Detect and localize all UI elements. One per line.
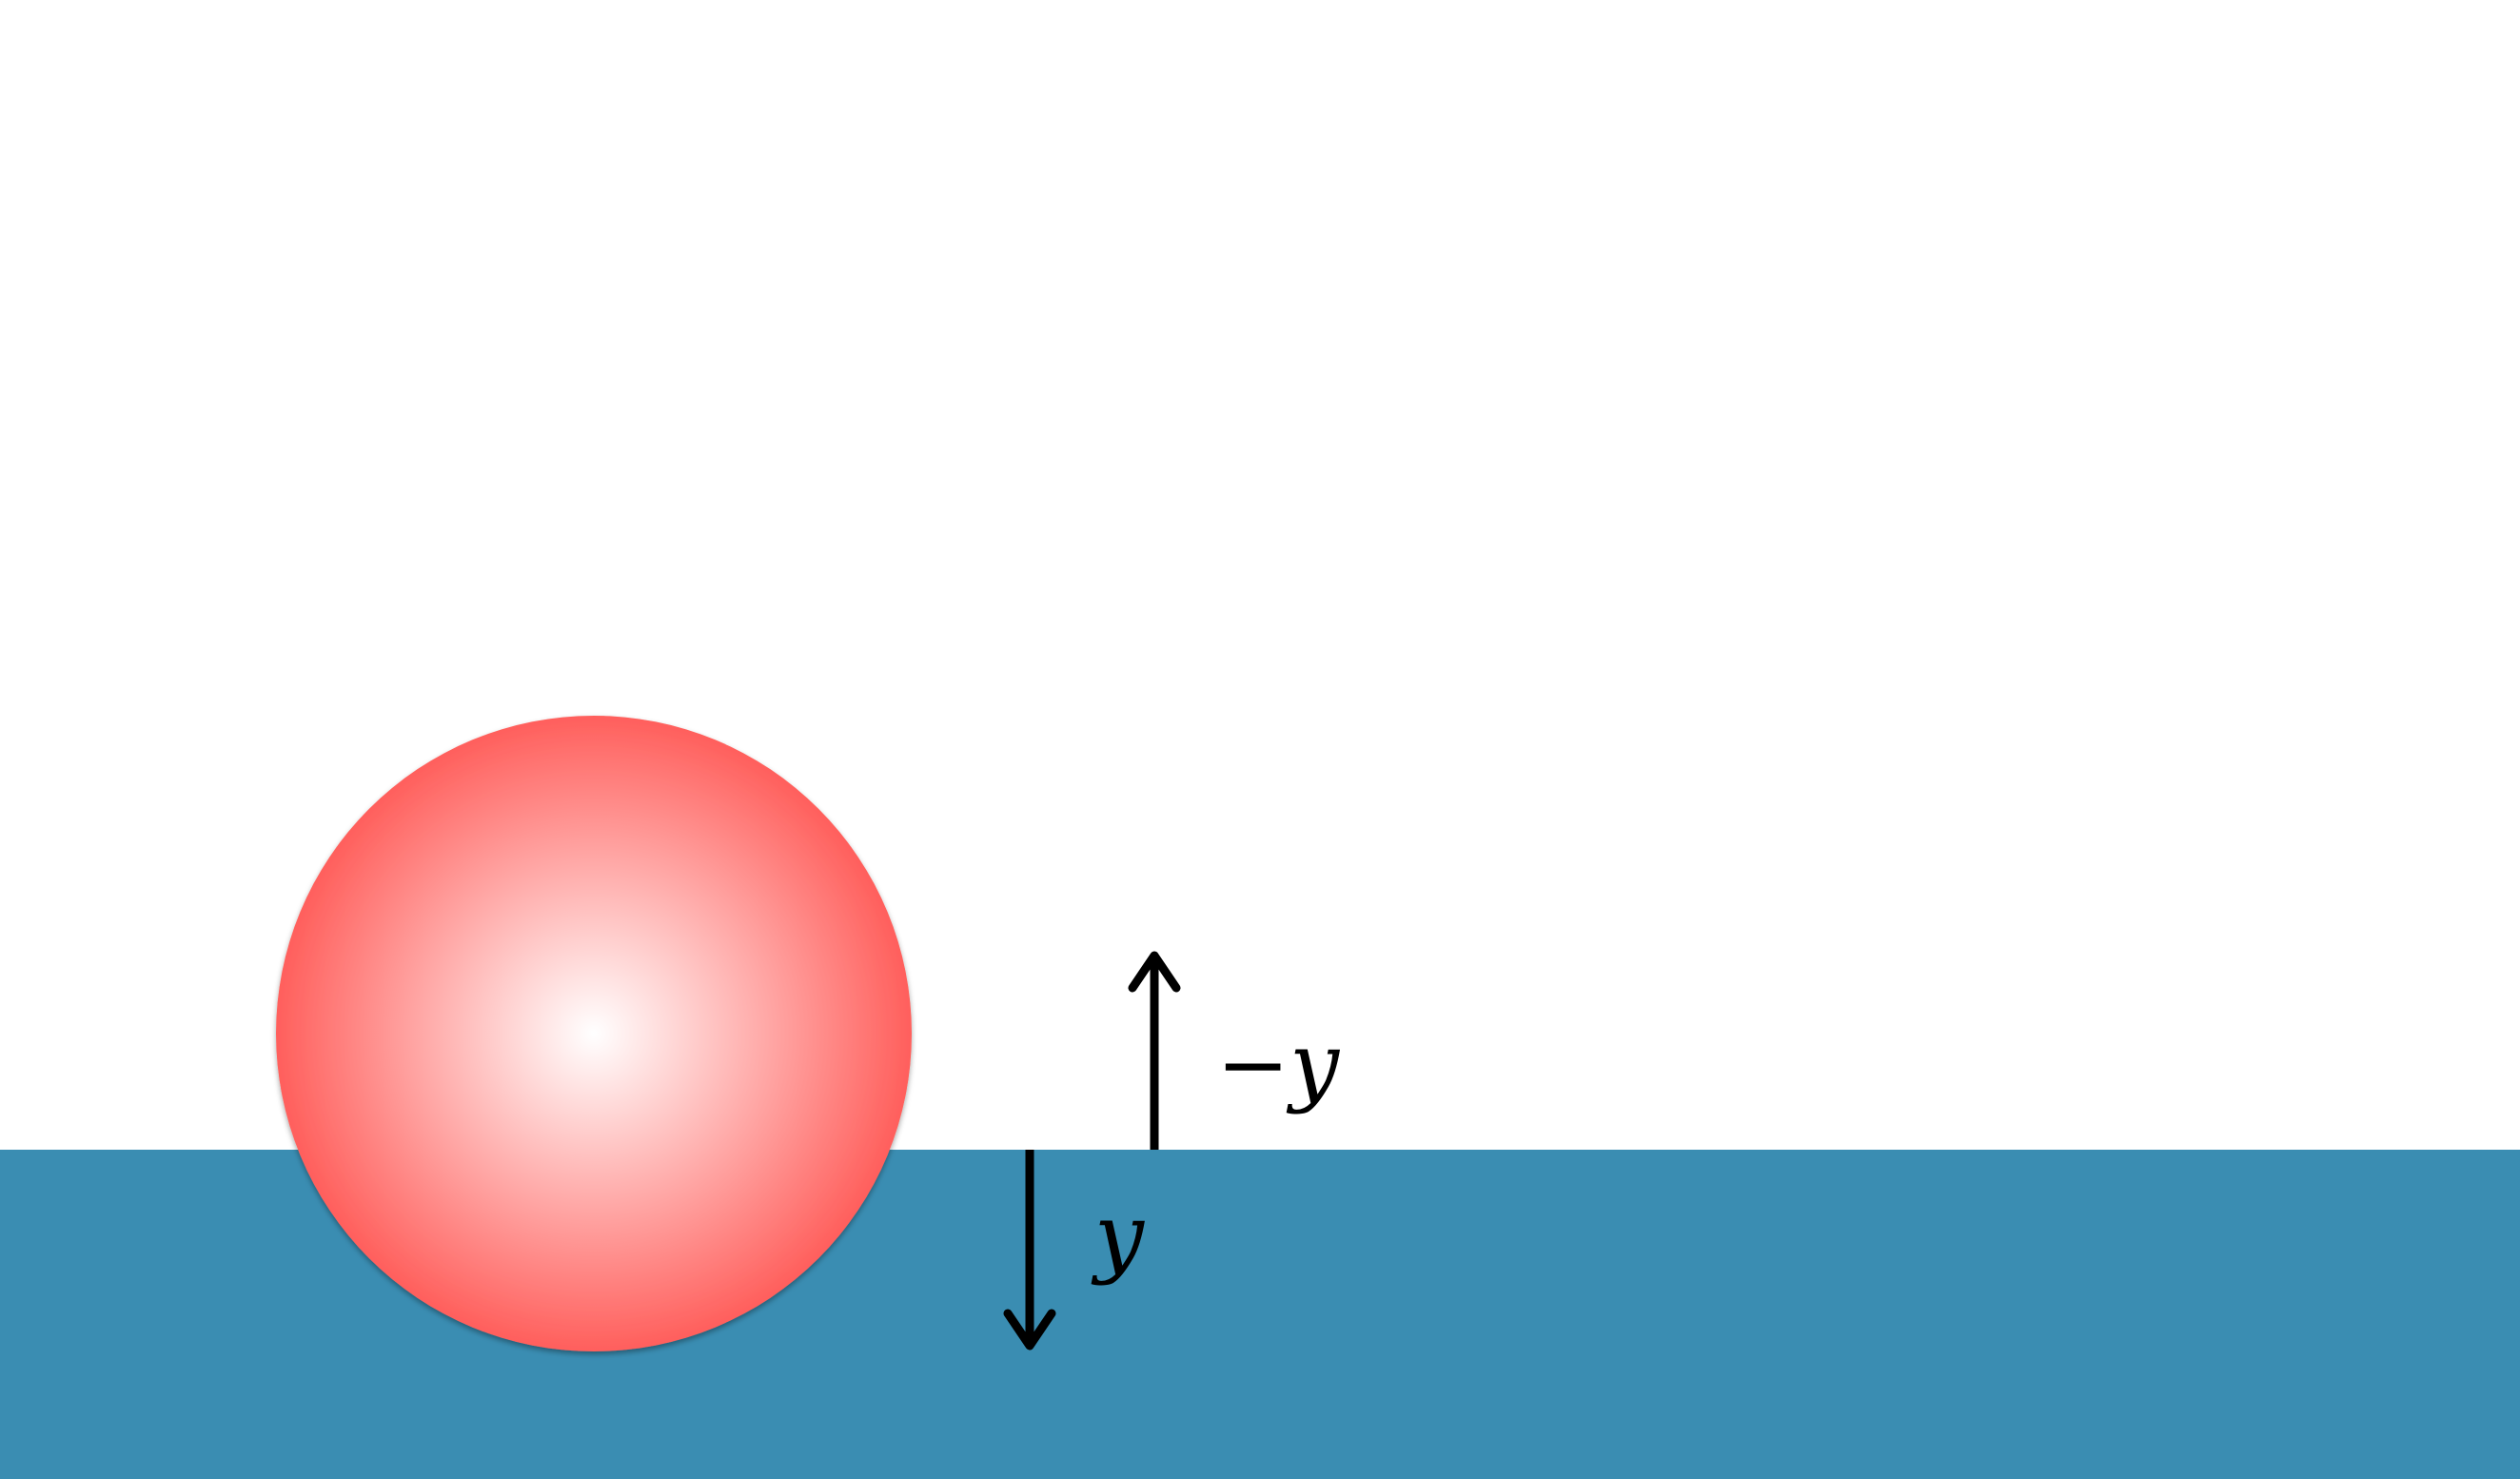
upward-arrow — [1128, 951, 1181, 1150]
downward-arrow-label: y — [1091, 1185, 1145, 1287]
downward-arrow — [1003, 1150, 1056, 1351]
floating-sphere — [276, 716, 912, 1351]
upward-arrow-label: −y — [1216, 1014, 1340, 1115]
